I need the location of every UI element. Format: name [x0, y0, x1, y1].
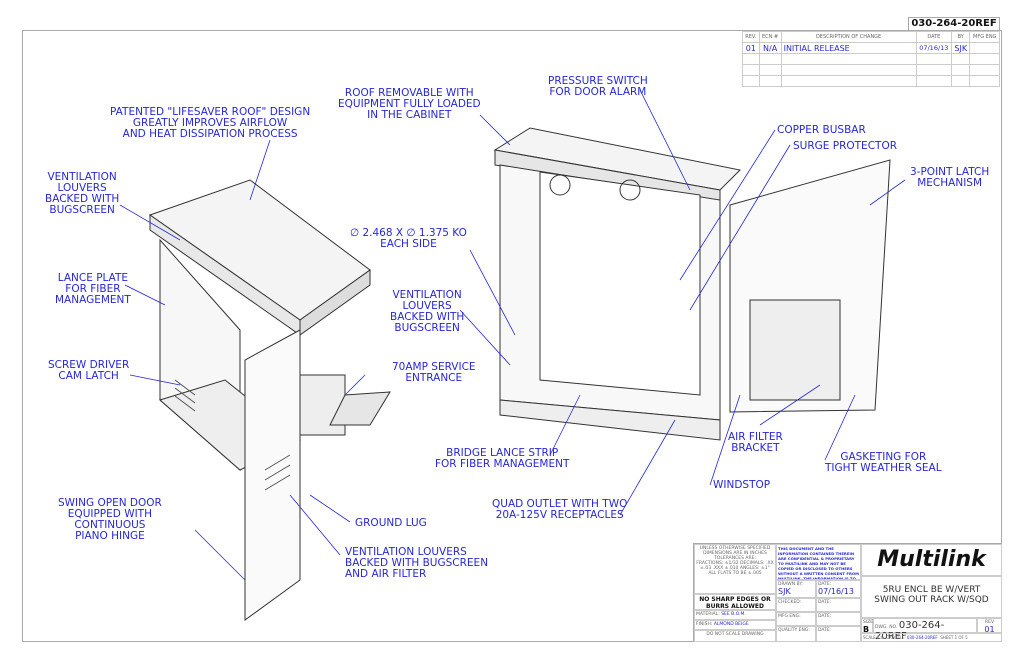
callout-vent-louvers-left: VENTILATION LOUVERS BACKED WITH BUGSCREE…	[45, 171, 120, 216]
callout-quad-outlet: QUAD OUTLET WITH TWO 20A-125V RECEPTACLE…	[492, 498, 628, 521]
drawing-number-header: 030-264-20REF	[908, 17, 1000, 31]
by-header: BY	[951, 31, 971, 43]
callout-windstop: WINDSTOP	[713, 479, 771, 491]
callout-cam-latch: SCREW DRIVER CAM LATCH	[48, 359, 130, 382]
left-enclosure	[148, 179, 391, 621]
callout-surge-protector: SURGE PROTECTOR	[793, 140, 898, 152]
mfg-eng-header: MFG ENG	[969, 31, 1000, 43]
callout-vent-louvers-filter: VENTILATION LOUVERS BACKED WITH BUGSCREE…	[345, 546, 489, 580]
callout-latch: 3-POINT LATCH MECHANISM	[910, 166, 990, 189]
drawing-frame	[22, 30, 1002, 642]
title-block: UNLESS OTHERWISE SPECIFIED DIMENSIONS AR…	[693, 543, 1002, 642]
callout-pressure-switch: PRESSURE SWITCH FOR DOOR ALARM	[548, 75, 648, 98]
callout-gasketing: GASKETING FOR TIGHT WEATHER SEAL	[825, 451, 942, 474]
dwg-no-field: DWG. NO. 030-264-20REF	[873, 618, 977, 642]
date-field: DATE:07/16/13	[816, 580, 861, 598]
date-cell: 07/16/13	[915, 42, 953, 54]
description-cell: INITIAL RELEASE	[780, 42, 917, 54]
checked-field: CHECKED:	[776, 598, 816, 612]
callout-swing-door: SWING OPEN DOOR EQUIPPED WITH CONTINUOUS…	[58, 497, 162, 542]
ecn-cell: N/A	[758, 42, 782, 54]
date-header: DATE	[915, 31, 953, 43]
callout-service-entrance: 70AMP SERVICE ENTRANCE	[392, 361, 476, 384]
finish-field: FINISH: ALMOND BEIGE	[694, 620, 776, 630]
checked-date-field: DATE:	[816, 598, 861, 612]
no-sharp-edges-note: NO SHARP EDGES OR BURRS ALLOWED	[694, 594, 776, 610]
confidential-notice: THIS DOCUMENT AND THE INFORMATION CONTAI…	[776, 544, 861, 580]
ecn-header: ECN #	[758, 31, 782, 43]
right-enclosure	[493, 127, 891, 441]
multilink-logo: Multilink	[861, 544, 1002, 576]
callout-bridge-lance: BRIDGE LANCE STRIP FOR FIBER MANAGEMENT	[435, 447, 570, 470]
callout-vent-louvers-mid: VENTILATION LOUVERS BACKED WITH BUGSCREE…	[390, 289, 465, 334]
scale-sheet-row: SCALE 1:8 CAD FILE: 030-264-20REF SHEET …	[861, 633, 1002, 642]
leader-lines	[119, 89, 906, 581]
callout-copper-busbar: COPPER BUSBAR	[777, 124, 866, 136]
quality-date-field: DATE:	[816, 626, 861, 642]
rev-cell: 01	[742, 42, 760, 54]
drawing-title: 5RU ENCL BE W/VERT SWING OUT RACK W/SQD	[861, 576, 1002, 618]
callout-knockout: ∅ 2.468 X ∅ 1.375 KO EACH SIDE	[350, 227, 467, 250]
callout-roof-design: PATENTED "LIFESAVER ROOF" DESIGN GREATLY…	[110, 106, 311, 140]
callout-roof-removable: ROOF REMOVABLE WITH EQUIPMENT FULLY LOAD…	[338, 87, 481, 121]
no-scale-note: DO NOT SCALE DRAWING	[694, 630, 776, 642]
callout-ground-lug: GROUND LUG	[355, 517, 427, 529]
by-cell: SJK	[951, 42, 971, 54]
quality-eng-field: QUALITY ENG:	[776, 626, 816, 642]
mfg-date-field: DATE:	[816, 612, 861, 626]
mfg-cell	[969, 42, 1000, 54]
callout-air-filter: AIR FILTER BRACKET	[728, 431, 783, 454]
material-field: MATERIAL: SEE B.O.M.	[694, 610, 776, 620]
drawn-by-field: DRAWN BY:SJK	[776, 580, 816, 598]
tolerances: UNLESS OTHERWISE SPECIFIED DIMENSIONS AR…	[694, 544, 776, 594]
rev-header: REV.	[742, 31, 760, 43]
mfg-eng-field: MFG ENG:	[776, 612, 816, 626]
description-header: DESCRIPTION OF CHANGE	[780, 31, 917, 43]
callout-lance-plate: LANCE PLATE FOR FIBER MANAGEMENT	[55, 272, 131, 306]
